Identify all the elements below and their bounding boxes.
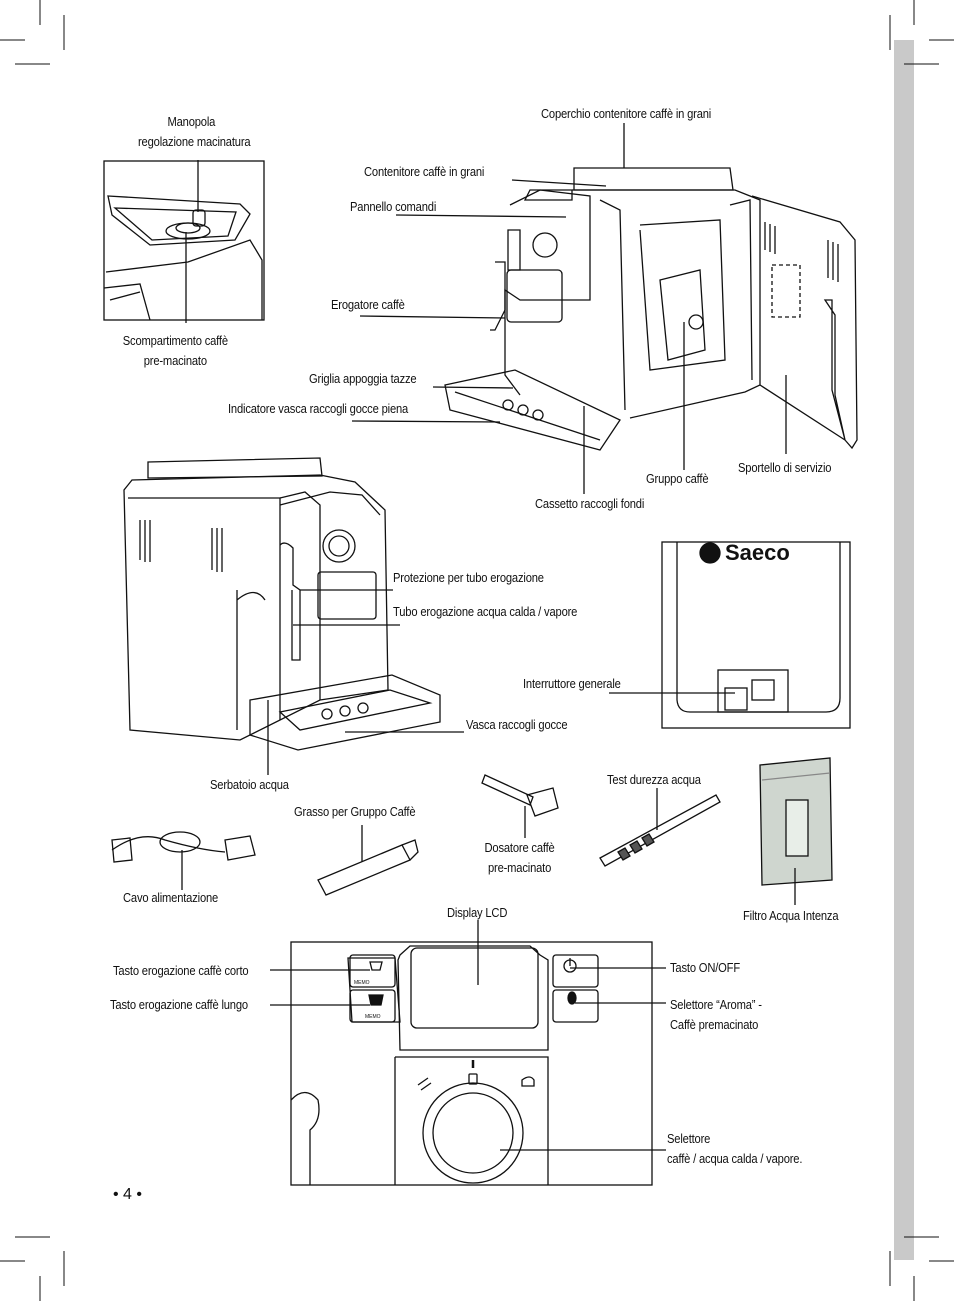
measuring-scoop bbox=[481, 774, 559, 838]
intenza-filter-box bbox=[759, 757, 833, 905]
label-vasca: Vasca raccogli gocce bbox=[466, 717, 568, 732]
label-grasso: Grasso per Gruppo Caffè bbox=[294, 804, 416, 819]
label-coperchio: Coperchio contenitore caffè in grani bbox=[541, 106, 712, 121]
label-pannello: Pannello comandi bbox=[350, 199, 437, 214]
label-protezione: Protezione per tubo erogazione bbox=[393, 570, 544, 585]
label-cassetto: Cassetto raccogli fondi bbox=[535, 496, 645, 511]
label-interruttore: Interruttore generale bbox=[523, 676, 621, 691]
label-indicatore: Indicatore vasca raccogli gocce piena bbox=[228, 401, 409, 416]
label-aroma: Selettore “Aroma” -Caffè premacinato bbox=[670, 997, 762, 1032]
label-contenitore: Contenitore caffè in grani bbox=[364, 164, 485, 179]
page-edge-tab bbox=[894, 40, 914, 1260]
label-gruppo: Gruppo caffè bbox=[646, 471, 709, 486]
hardness-strip bbox=[599, 788, 721, 867]
label-filtro: Filtro Acqua Intenza bbox=[743, 908, 839, 923]
label-cavo: Cavo alimentazione bbox=[123, 890, 219, 905]
grinder-inset bbox=[103, 160, 265, 323]
machine-open-side bbox=[351, 123, 858, 494]
label-sportello: Sportello di servizio bbox=[738, 460, 832, 475]
label-tubo: Tubo erogazione acqua calda / vapore bbox=[393, 604, 578, 619]
label-tasto-onoff: Tasto ON/OFF bbox=[670, 960, 740, 975]
saeco-logo: Saeco bbox=[725, 540, 790, 565]
machine-front bbox=[123, 457, 464, 775]
label-griglia: Griglia appoggia tazze bbox=[309, 371, 417, 386]
memo-label-long: MEMO bbox=[365, 1014, 381, 1020]
label-test: Test durezza acqua bbox=[607, 772, 701, 787]
label-tasto-lungo: Tasto erogazione caffè lungo bbox=[110, 997, 248, 1012]
rear-switch-inset bbox=[609, 541, 851, 729]
label-tasto-corto: Tasto erogazione caffè corto bbox=[113, 963, 249, 978]
label-serbatoio: Serbatoio acqua bbox=[210, 777, 289, 792]
label-erogatore: Erogatore caffè bbox=[331, 297, 405, 312]
label-display: Display LCD bbox=[447, 905, 508, 920]
memo-label-short: MEMO bbox=[354, 980, 370, 986]
power-cord bbox=[111, 831, 256, 890]
page-number: • 4 • bbox=[113, 1186, 142, 1203]
control-panel bbox=[270, 920, 666, 1186]
grease-tube bbox=[317, 825, 419, 896]
